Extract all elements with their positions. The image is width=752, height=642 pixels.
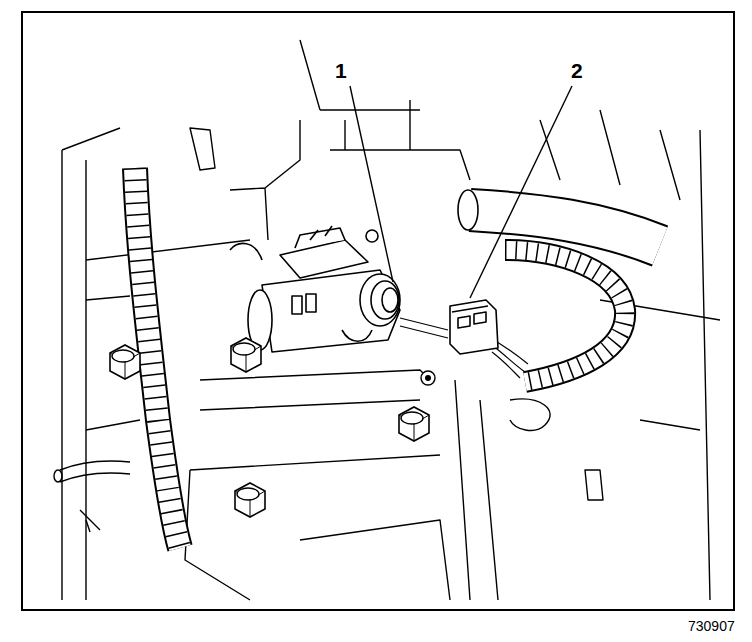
harness-connector <box>450 300 498 354</box>
figure-border <box>22 12 734 610</box>
spiral-hose <box>135 168 180 548</box>
engine-structure <box>54 40 720 600</box>
sensor-body <box>230 226 400 352</box>
callout-number: 1 <box>335 60 347 81</box>
figure-number: 730907 <box>688 619 735 633</box>
sensor-connector <box>360 274 400 326</box>
callout-number: 2 <box>571 60 583 81</box>
leader-line <box>350 86 572 298</box>
mounting-bolts <box>110 338 435 517</box>
